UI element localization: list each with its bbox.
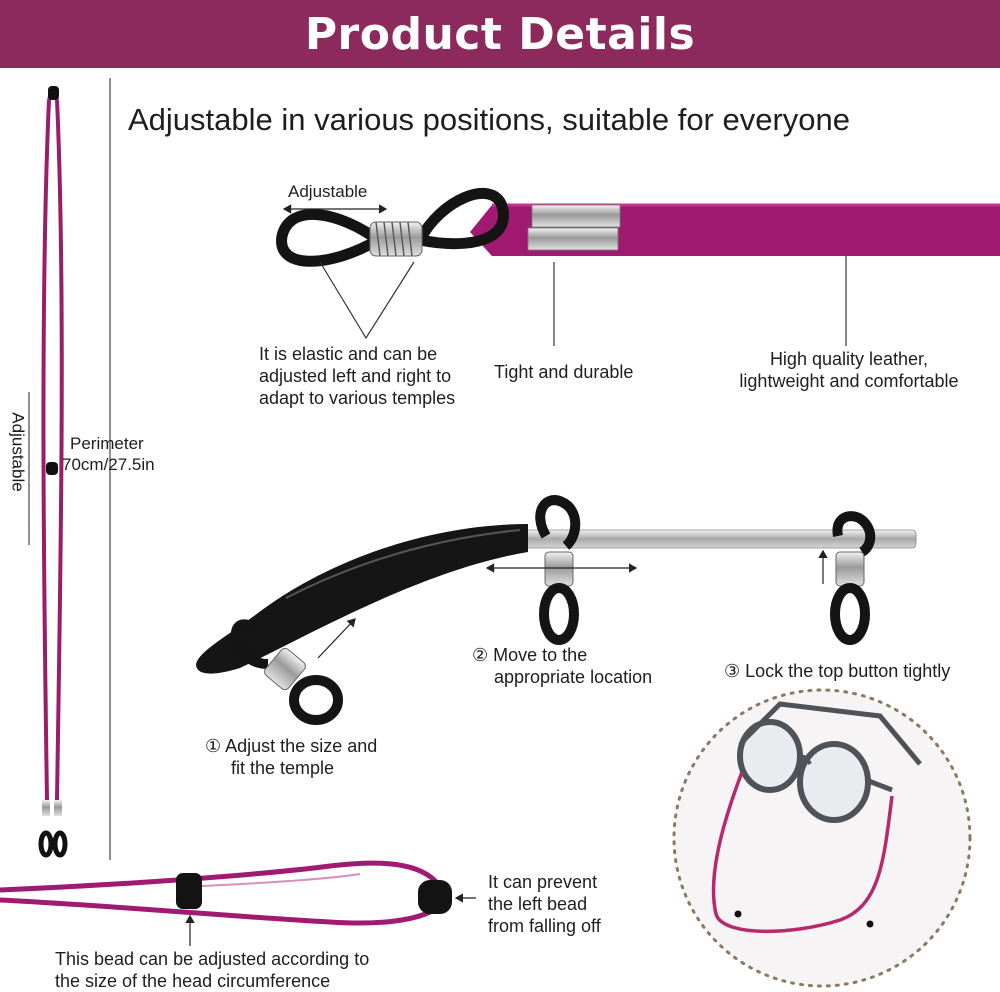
left-end-tip [42,800,50,816]
connector-closeup [276,187,1000,267]
step2-label: ② Move to the appropriate location [472,644,652,688]
elastic-pointer [319,261,415,340]
step2-line1: Move to the [493,645,588,665]
elastic-note-line2: adjusted left and right to [259,366,452,386]
stopper-bead [418,880,452,914]
headline: Adjustable in various positions, suitabl… [128,102,851,137]
leather-note-line1: High quality leather, [769,349,929,369]
left-loop [38,830,54,858]
step3-label: ③ Lock the top button tightly [724,660,950,682]
top-bead [48,86,59,100]
bead-adjust-line2: the size of the head circumference [55,971,331,991]
step1-line1: Adjust the size and [225,736,378,756]
temple-diagram [196,495,917,725]
perimeter-value: 70cm/27.5in [62,455,155,474]
right-loop [52,830,68,858]
tight-note: Tight and durable [494,362,634,382]
elastic-note: It is elastic and can be adjusted left a… [259,343,455,409]
step2-number: ② [472,645,489,665]
bead-closeup [0,860,452,926]
elastic-note-line3: adapt to various temples [259,388,456,408]
step3-line1: Lock the top button tightly [745,661,951,681]
elastic-note-line1: It is elastic and can be [259,344,438,364]
prevent-note: It can prevent the left bead from fallin… [488,871,601,937]
banner-title: Product Details [304,8,696,60]
leather-note-line2: lightweight and comfortable [739,371,959,391]
worn-glasses-circle [672,688,972,988]
adjustable-label: Adjustable [288,182,368,201]
step1-label: ① Adjust the size and fit the temple [205,735,377,779]
step2-line2: appropriate location [494,667,653,687]
perimeter-title: Perimeter [70,434,144,453]
step1-line2: fit the temple [231,758,335,778]
prevent-note-line3: from falling off [488,916,601,936]
prevent-note-line2: the left bead [488,894,588,914]
full-strap [38,86,68,858]
lens-right [797,741,871,823]
step1-number: ① [205,736,222,756]
step3-number: ③ [724,661,741,681]
slider-bead [46,462,58,475]
perimeter-label: Perimeter 70cm/27.5in [62,433,184,475]
prevent-note-line1: It can prevent [488,872,598,892]
right-end-tip [54,800,62,816]
bead-adjust-line1: This bead can be adjusted according to [55,949,370,969]
step1-arrow [317,618,356,659]
header-banner: Product Details [0,0,1000,68]
bead-adjust-note: This bead can be adjusted according to t… [55,948,369,992]
side-adjustable-label: Adjustable [8,412,28,492]
leather-note: High quality leather, lightweight and co… [724,348,974,392]
worn-strap [711,771,894,933]
adjustable-bead [176,873,202,909]
